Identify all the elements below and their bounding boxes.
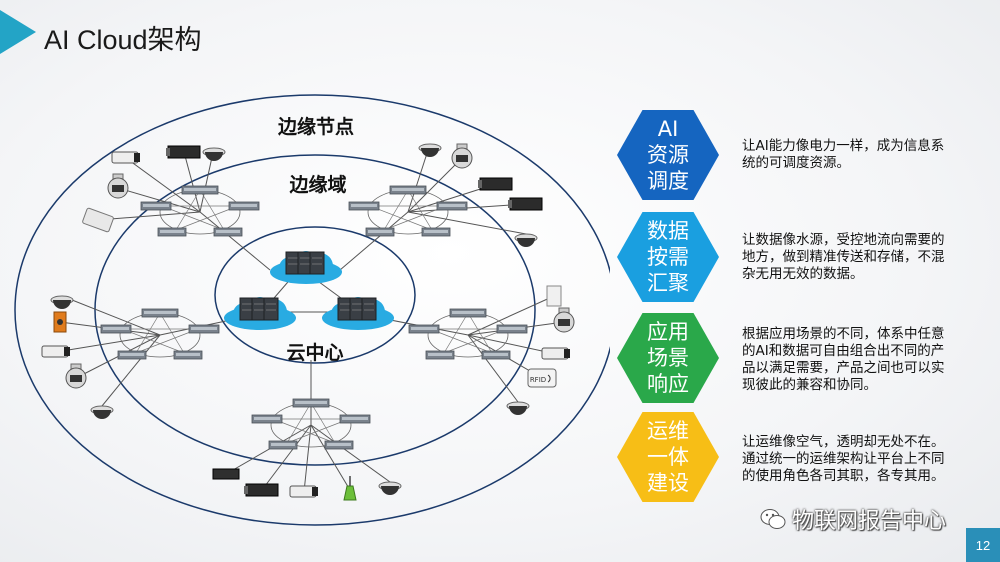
switch-cluster (427, 312, 509, 358)
panel-sensor-icon (546, 285, 562, 307)
edge-nodes-ring (14, 94, 610, 526)
connection-line (55, 334, 161, 353)
network-switch (324, 440, 354, 450)
orange-camera-icon (53, 311, 67, 333)
dome-camera-icon (50, 295, 74, 309)
network-switch (408, 324, 440, 334)
hexagon-application-scenario: 应用场景响应 (617, 313, 719, 403)
keypad-terminal-icon (82, 207, 114, 233)
feature-description: 让运维像空气，透明却无处不在。通过统一的运维架构让平台上不同的使用角色各司其职，… (742, 434, 945, 484)
feature-description: 让数据像水源，受控地流向需要的地方，做到精准传送和存储，不混杂无用无效的数据。 (742, 232, 945, 282)
watermark: 物联网报告中心 (760, 503, 946, 535)
connection-line (467, 334, 519, 403)
rfid-label: RFID (530, 376, 546, 384)
connection-line (407, 211, 527, 235)
connection-line (101, 334, 161, 407)
watermark-text: 物联网报告中心 (792, 509, 947, 534)
hexagon-integrated-operations: 运维一体建设 (617, 412, 719, 502)
dome-camera-icon (418, 143, 442, 157)
connection-line (61, 295, 161, 336)
nvr-box-icon (212, 468, 240, 480)
network-switch (481, 350, 511, 360)
connection-line (125, 157, 201, 213)
network-switch (348, 201, 380, 211)
network-switch (141, 308, 179, 318)
page-title: AI Cloud架构 (44, 25, 202, 55)
box-camera-icon (508, 197, 543, 211)
cloud-center-label: 云中心 (286, 343, 344, 364)
connection-line (97, 211, 201, 221)
network-switch (449, 308, 487, 318)
connection-line (467, 295, 555, 336)
dome-camera-icon (514, 233, 538, 247)
connection-line (183, 151, 201, 213)
network-switch (117, 350, 147, 360)
network-switch (213, 227, 243, 237)
cloud-center-ring (214, 226, 416, 364)
cloud-server-icon (224, 297, 296, 330)
network-switch (339, 414, 371, 424)
feature-description: 根据应用场景的不同，体系中任意的AI和数据可自由组合出不同的产品以满足需要，产品… (742, 326, 945, 393)
network-switch (100, 324, 132, 334)
architecture-diagram: RFID (14, 94, 610, 526)
bullet-camera-icon (289, 485, 318, 498)
dome-camera-icon (506, 401, 530, 415)
edge-domain-ring (94, 154, 536, 466)
bullet-camera-icon (111, 151, 140, 164)
cloud-server-icon (322, 297, 394, 330)
corner-triangle-decoration (0, 10, 36, 54)
box-camera-icon (478, 177, 513, 191)
switch-cluster (119, 312, 201, 358)
edge-nodes-label: 边缘节点 (277, 117, 355, 138)
page-number: 12 (966, 528, 1000, 562)
hexagon-label: 应用场景响应 (647, 320, 689, 396)
network-switch (292, 398, 330, 408)
network-switch (496, 324, 528, 334)
ptz-camera-icon (451, 143, 473, 169)
ptz-camera-icon (65, 363, 87, 389)
network-switch (268, 440, 298, 450)
ptz-camera-icon (553, 307, 575, 333)
hexagon-label: 运维一体建设 (647, 419, 689, 495)
network-switch (425, 350, 455, 360)
connection-line (225, 424, 312, 475)
dome-camera-icon (378, 481, 402, 495)
network-switch (251, 414, 283, 424)
network-switch (173, 350, 203, 360)
network-switch (228, 201, 260, 211)
network-switch (140, 201, 172, 211)
connection-line (199, 211, 271, 271)
feature-description: 让AI能力像电力一样，成为信息系统的可调度资源。 (742, 138, 945, 171)
connection-line (310, 424, 391, 483)
dome-camera-icon (202, 147, 226, 161)
bullet-camera-icon (41, 345, 70, 358)
connection-line (261, 424, 312, 491)
network-switch (389, 185, 427, 195)
cloud-server-icon (270, 251, 342, 284)
network-switch (421, 227, 451, 237)
rfid-reader-icon: RFID (527, 368, 557, 388)
hexagon-data-on-demand: 数据按需汇聚 (617, 212, 719, 302)
connection-line (339, 211, 409, 271)
wechat-icon (760, 509, 786, 529)
network-switch (157, 227, 187, 237)
connection-line (407, 157, 463, 213)
dome-camera-icon (90, 405, 114, 419)
connection-line (310, 424, 351, 491)
ptz-camera-icon (107, 173, 129, 199)
wifi-ap-icon (343, 476, 357, 501)
network-switch (188, 324, 220, 334)
network-switch (365, 227, 395, 237)
hexagon-label: 数据按需汇聚 (647, 219, 689, 295)
bullet-camera-icon (541, 347, 570, 360)
connection-line (303, 424, 312, 493)
network-switch (436, 201, 468, 211)
connection-line (117, 187, 201, 213)
box-camera-icon (166, 145, 201, 159)
edge-domain-label: 边缘域 (289, 175, 347, 196)
box-camera-icon (244, 483, 279, 497)
network-switch (181, 185, 219, 195)
